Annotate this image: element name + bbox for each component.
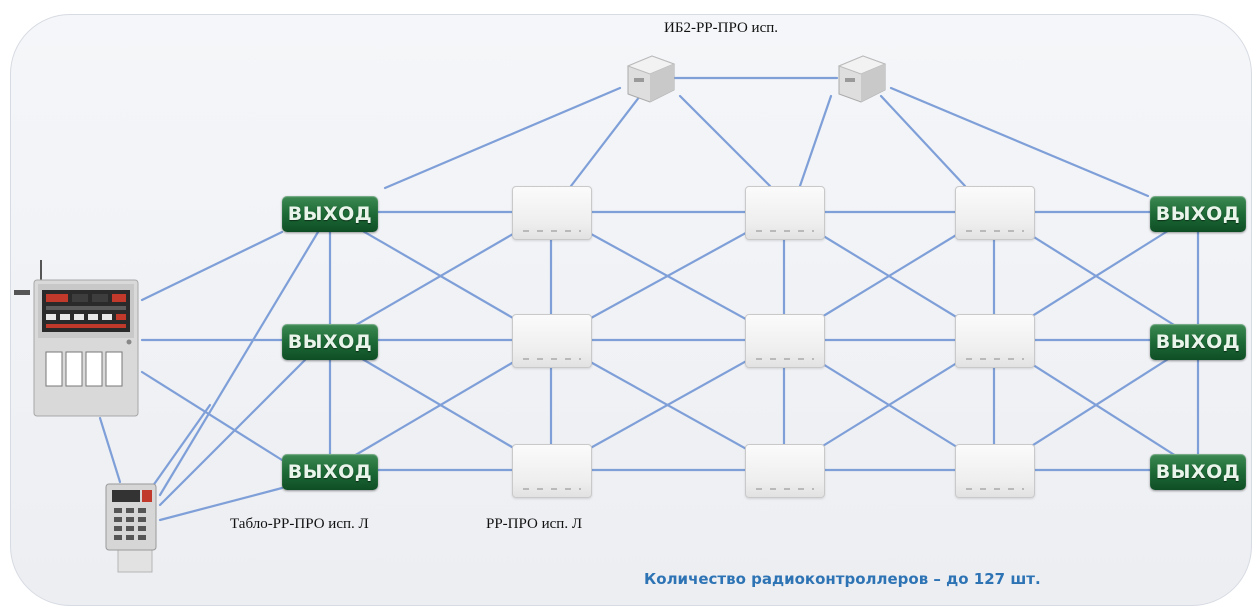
radio-controller-r3c2 <box>512 444 592 498</box>
caption-controller-count: Количество радиоконтроллеров – до 127 шт… <box>644 570 1041 588</box>
radio-controller-r1c3 <box>745 186 825 240</box>
radio-controller-r1c4 <box>955 186 1035 240</box>
label-ib2: ИБ2-РР-ПРО исп. <box>664 20 779 36</box>
ib2-module-1 <box>626 55 676 103</box>
exit-sign-r2c5: ВЫХОД <box>1150 324 1246 360</box>
keypad-device <box>105 483 157 573</box>
diagram-background-panel <box>10 14 1252 606</box>
label-rr: РР-ПРО исп. Л <box>486 516 583 532</box>
radio-controller-r3c3 <box>745 444 825 498</box>
exit-sign-r3c1: ВЫХОД <box>282 454 378 490</box>
radio-controller-r2c2 <box>512 314 592 368</box>
radio-controller-r2c3 <box>745 314 825 368</box>
radio-controller-r1c2 <box>512 186 592 240</box>
exit-sign-r2c1: ВЫХОД <box>282 324 378 360</box>
ib2-module-2 <box>837 55 887 103</box>
radio-controller-r2c4 <box>955 314 1035 368</box>
exit-sign-r1c1: ВЫХОД <box>282 196 378 232</box>
exit-sign-r1c5: ВЫХОД <box>1150 196 1246 232</box>
fire-control-panel <box>14 260 139 417</box>
exit-sign-r3c5: ВЫХОД <box>1150 454 1246 490</box>
label-tablo: Табло-РР-ПРО исп. Л <box>230 516 369 532</box>
radio-controller-r3c4 <box>955 444 1035 498</box>
